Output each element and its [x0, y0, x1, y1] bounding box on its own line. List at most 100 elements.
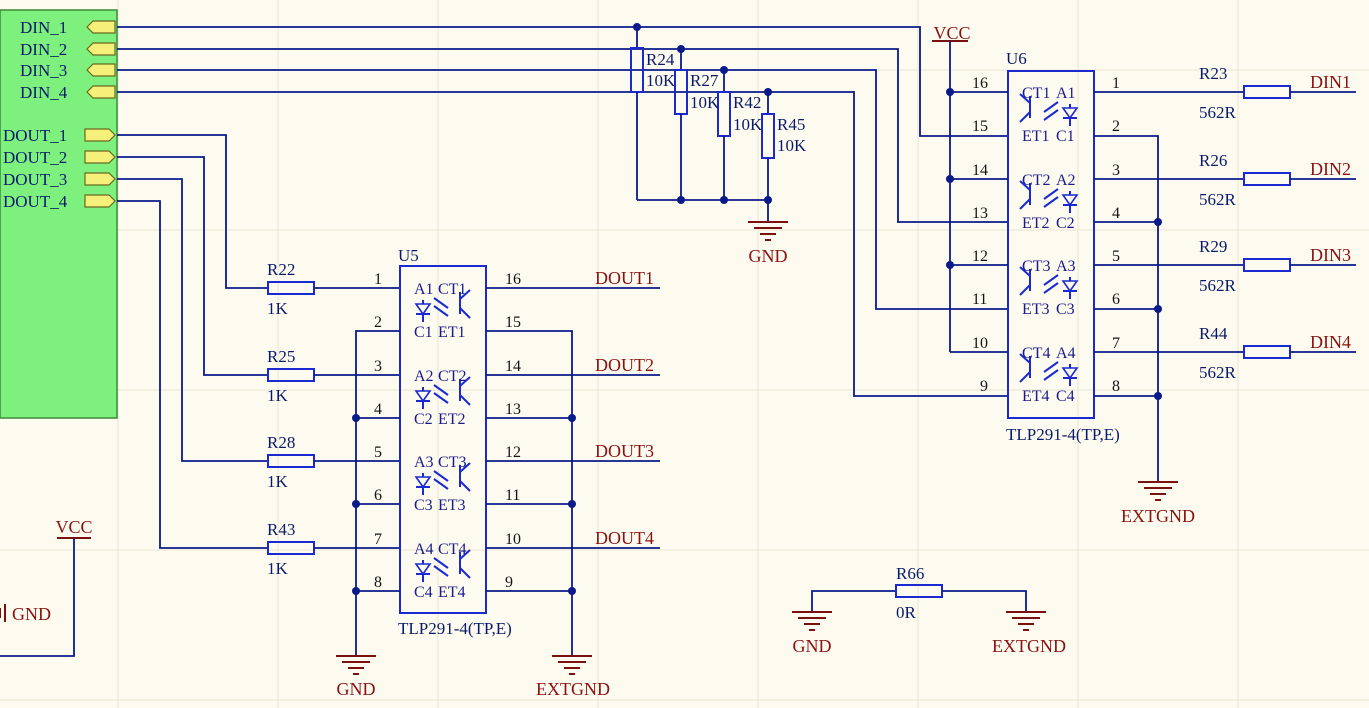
u5-pin-4: 4	[374, 401, 382, 418]
r27-value: 10K	[690, 93, 720, 112]
r42-ref: R42	[733, 93, 761, 112]
svg-text:DOUT_3: DOUT_3	[3, 170, 67, 189]
u5-pin-8: 8	[374, 574, 382, 591]
u6-pin-16: 16	[972, 75, 988, 92]
svg-text:DIN_4: DIN_4	[20, 83, 68, 102]
net-dout2: DOUT2	[595, 355, 654, 375]
u5-pin-9: 9	[505, 574, 513, 591]
r26-value: 562R	[1199, 190, 1237, 209]
u5-label-et2: ET2	[438, 411, 466, 428]
u6-label-et4: ET4	[1022, 388, 1050, 405]
port-din-3: DIN_3	[20, 61, 116, 80]
u6-pin-5: 5	[1112, 248, 1120, 265]
svg-text:DOUT_1: DOUT_1	[3, 126, 67, 145]
u6-label-ct2: CT2	[1022, 172, 1050, 189]
net-din1: DIN1	[1310, 72, 1351, 92]
r23-ref: R23	[1199, 64, 1227, 83]
r66-bridge: GND EXTGND	[792, 584, 1066, 656]
u6-label-ct3: CT3	[1022, 258, 1050, 275]
net-din3: DIN3	[1310, 245, 1351, 265]
net-dout3: DOUT3	[595, 441, 654, 461]
svg-text:TLP291-4(TP,E): TLP291-4(TP,E)	[1006, 425, 1120, 444]
r66-value: 0R	[896, 603, 917, 622]
u5-optocoupler: U5 TLP291-4(TP,E) GND EXTGND	[336, 246, 660, 699]
u6-pin-4: 4	[1112, 205, 1120, 222]
mcu-body	[0, 9, 118, 419]
r23-value: 562R	[1199, 103, 1237, 122]
u6-label-et2: ET2	[1022, 215, 1050, 232]
svg-text:DOUT_4: DOUT_4	[3, 192, 68, 211]
svg-text:EXTGND: EXTGND	[992, 636, 1066, 656]
port-dout-1: DOUT_1	[3, 126, 116, 145]
u5-label-a2: A2	[414, 368, 434, 385]
output-resistors	[267, 281, 400, 555]
u5-pin-12: 12	[505, 444, 521, 461]
u6-label-a3: A3	[1056, 258, 1076, 275]
u6-label-ct4: CT4	[1022, 345, 1050, 362]
u5-label-c4: C4	[414, 584, 433, 601]
r42-value: 10K	[733, 115, 763, 134]
u6-label-c3: C3	[1056, 301, 1075, 318]
svg-text:DIN_2: DIN_2	[20, 40, 67, 59]
u6-pin-14: 14	[972, 162, 988, 179]
r66-ref: R66	[896, 564, 924, 583]
port-dout-2: DOUT_2	[3, 148, 116, 167]
svg-text:DIN_1: DIN_1	[20, 18, 67, 37]
u5-label-ct4: CT4	[438, 541, 466, 558]
u6-pin-9: 9	[980, 378, 988, 395]
u6-label-a1: A1	[1056, 85, 1076, 102]
r44-value: 562R	[1199, 363, 1237, 382]
port-dout-3: DOUT_3	[3, 170, 116, 189]
r28-value: 1K	[267, 472, 289, 491]
u6-pin-1: 1	[1112, 75, 1120, 92]
u5-pin-16: 16	[505, 271, 521, 288]
svg-text:EXTGND: EXTGND	[1121, 506, 1195, 526]
u6-label-et1: ET1	[1022, 128, 1050, 145]
u5-label-ct2: CT2	[438, 368, 466, 385]
u6-label-c4: C4	[1056, 388, 1075, 405]
r45-value: 10K	[777, 136, 807, 155]
u5-label-a3: A3	[414, 454, 434, 471]
u5-pin-13: 13	[505, 401, 521, 418]
r44-ref: R44	[1199, 324, 1228, 343]
r22-ref: R22	[267, 260, 295, 279]
u5-pin-7: 7	[374, 531, 382, 548]
svg-text:GND: GND	[12, 604, 51, 624]
dout-wires	[117, 134, 268, 549]
r25-value: 1K	[267, 386, 289, 405]
u5-pin-1: 1	[374, 271, 382, 288]
net-din4: DIN4	[1310, 332, 1351, 352]
net-dout1: DOUT1	[595, 268, 654, 288]
svg-text:GND: GND	[793, 636, 832, 656]
r43-value: 1K	[267, 559, 289, 578]
u5-pin-14: 14	[505, 358, 521, 375]
svg-text:U5: U5	[398, 246, 419, 265]
r26-ref: R26	[1199, 151, 1227, 170]
left-power-fragment: VCC GND	[0, 517, 93, 657]
u5-label-c1: C1	[414, 324, 433, 341]
u6-label-c2: C2	[1056, 215, 1075, 232]
u5-label-ct3: CT3	[438, 454, 466, 471]
svg-text:GND: GND	[337, 679, 376, 699]
din-wires	[117, 26, 1008, 397]
u5-label-et3: ET3	[438, 497, 466, 514]
r28-ref: R28	[267, 433, 295, 452]
u6-pin-2: 2	[1112, 118, 1120, 135]
r27-ref: R27	[690, 71, 719, 90]
u6-label-ct1: CT1	[1022, 85, 1050, 102]
net-dout4: DOUT4	[595, 528, 654, 548]
u5-pin-10: 10	[505, 531, 521, 548]
u6-label-c1: C1	[1056, 128, 1075, 145]
u5-label-et4: ET4	[438, 584, 466, 601]
u6-pin-3: 3	[1112, 162, 1120, 179]
u5-label-et1: ET1	[438, 324, 466, 341]
r43-ref: R43	[267, 520, 295, 539]
svg-text:VCC: VCC	[933, 23, 970, 43]
r45-ref: R45	[777, 115, 805, 134]
u5-pin-5: 5	[374, 444, 382, 461]
r25-ref: R25	[267, 347, 295, 366]
svg-text:U6: U6	[1006, 49, 1027, 68]
svg-text:GND: GND	[749, 246, 788, 266]
